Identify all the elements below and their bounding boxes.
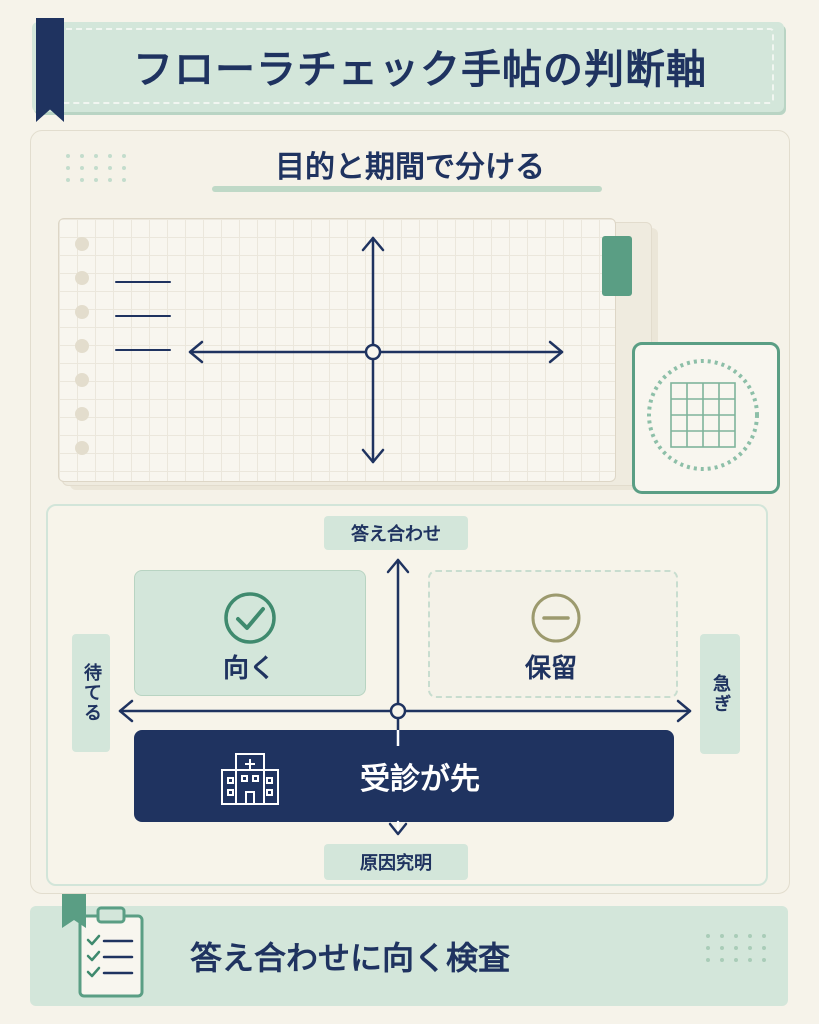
cross-arrows-icon — [115, 236, 564, 464]
quadrant-first — [134, 730, 674, 822]
footer-text: 答え合わせに向く検査 — [190, 939, 511, 977]
axis-label-left: 待てる — [72, 634, 110, 752]
notebook-tab-icon — [602, 236, 632, 296]
quadrant-good — [134, 570, 366, 696]
bookmark-icon — [36, 18, 64, 122]
check-circle-icon — [224, 592, 276, 644]
culture-plate-card — [632, 342, 780, 494]
section-subtitle: 目的と期間で分ける — [275, 150, 545, 185]
axis-label-top: 答え合わせ — [324, 516, 468, 550]
footer-banner — [30, 906, 788, 1006]
quadrant-good-label: 向く — [222, 654, 275, 684]
hospital-icon — [221, 753, 279, 805]
subtitle-underline — [212, 186, 602, 192]
clipboard-checklist-icon — [62, 894, 144, 998]
quadrant-first-label: 受診が先 — [360, 762, 480, 797]
minus-circle-icon — [531, 593, 581, 643]
axis-label-right: 急ぎ — [700, 634, 740, 754]
quadrant-hold — [428, 570, 678, 698]
dot-grid-icon — [706, 934, 768, 962]
page-title: フローラチェック手帖の判断軸 — [133, 47, 707, 93]
quadrant-hold-label: 保留 — [524, 654, 577, 684]
culture-plate-icon — [647, 359, 759, 471]
axis-label-bottom: 原因究明 — [324, 844, 468, 880]
header-banner — [32, 22, 784, 112]
dot-grid-icon — [66, 154, 128, 182]
